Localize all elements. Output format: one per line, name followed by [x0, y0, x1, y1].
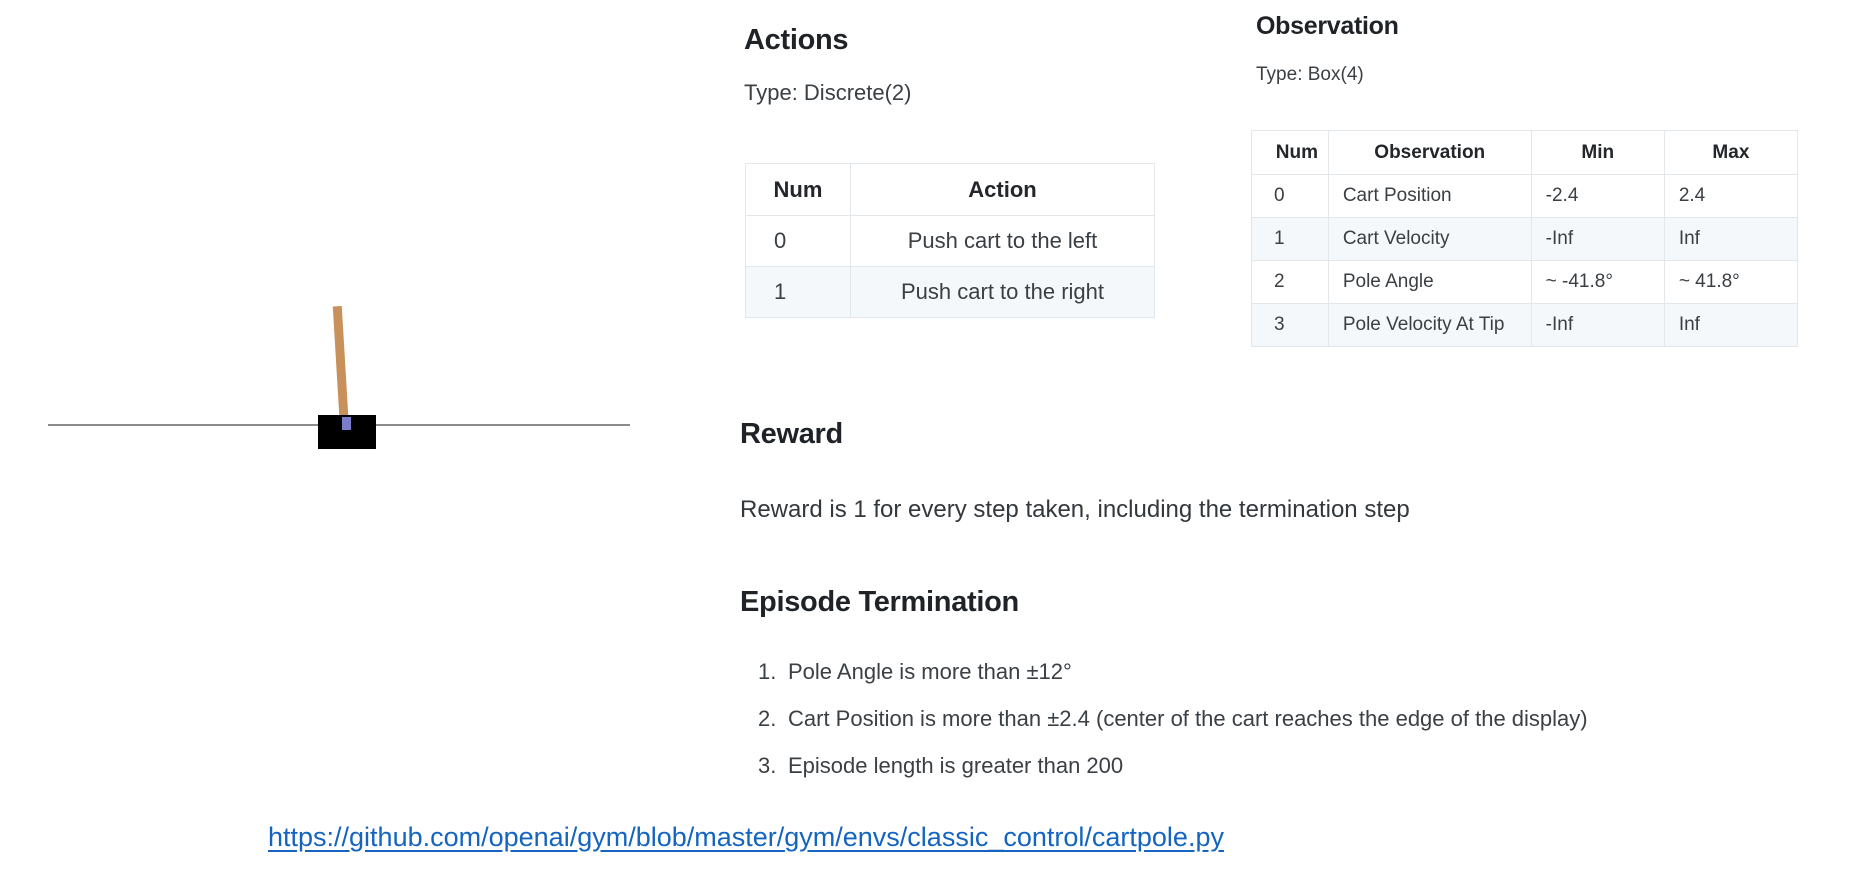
list-item: 1. Pole Angle is more than ±12° — [758, 648, 1838, 695]
list-item: 2. Cart Position is more than ±2.4 (cente… — [758, 695, 1838, 742]
source-code-link[interactable]: https://github.com/openai/gym/blob/maste… — [268, 822, 1224, 852]
list-item-text: Cart Position is more than ±2.4 (center … — [788, 706, 1588, 731]
list-item: 3. Episode length is greater than 200 — [758, 742, 1838, 789]
cartpole-axle — [342, 417, 351, 430]
observation-cell-min: -Inf — [1530, 303, 1665, 347]
list-item-number: 2. — [758, 706, 777, 731]
table-header-row: Num Observation Min Max — [1251, 130, 1799, 175]
observation-header-num: Num — [1251, 130, 1329, 175]
actions-type-label: Type: Discrete(2) — [744, 80, 912, 105]
observation-cell-num: 1 — [1251, 217, 1329, 261]
observation-table: Num Observation Min Max 0 Cart Position … — [1251, 130, 1799, 347]
actions-cell-action: Push cart to the left — [850, 215, 1155, 267]
observation-header-observation: Observation — [1327, 130, 1532, 175]
episode-termination-heading: Episode Termination — [740, 586, 1019, 618]
list-item-number: 1. — [758, 659, 777, 684]
observation-cell-max: 2.4 — [1663, 174, 1799, 218]
observation-cell-num: 0 — [1251, 174, 1329, 218]
actions-header-action: Action — [850, 163, 1155, 216]
observation-cell-num: 2 — [1251, 260, 1329, 304]
cartpole-diagram — [0, 0, 700, 800]
observation-cell-max: ~ 41.8° — [1663, 260, 1799, 304]
observation-cell-min: ~ -41.8° — [1530, 260, 1665, 304]
actions-table: Num Action 0 Push cart to the left 1 Pus… — [745, 163, 1155, 318]
table-row: 1 Cart Velocity -Inf Inf — [1251, 217, 1799, 261]
observation-cell-name: Cart Position — [1327, 174, 1532, 218]
reward-heading: Reward — [740, 418, 843, 450]
table-row: 2 Pole Angle ~ -41.8° ~ 41.8° — [1251, 260, 1799, 304]
actions-header-num: Num — [745, 163, 851, 216]
observation-heading: Observation — [1256, 12, 1399, 40]
observation-cell-max: Inf — [1663, 217, 1799, 261]
actions-cell-action: Push cart to the right — [850, 266, 1155, 318]
observation-cell-max: Inf — [1663, 303, 1799, 347]
table-row: 0 Push cart to the left — [745, 215, 1155, 267]
observation-cell-name: Pole Angle — [1327, 260, 1532, 304]
observation-type-label: Type: Box(4) — [1256, 64, 1364, 85]
list-item-text: Episode length is greater than 200 — [788, 753, 1124, 778]
list-item-number: 3. — [758, 753, 777, 778]
reward-description: Reward is 1 for every step taken, includ… — [740, 496, 1410, 523]
table-row: 1 Push cart to the right — [745, 266, 1155, 318]
observation-cell-name: Cart Velocity — [1327, 217, 1532, 261]
observation-header-max: Max — [1663, 130, 1799, 175]
actions-cell-num: 1 — [745, 266, 851, 318]
table-row: 3 Pole Velocity At Tip -Inf Inf — [1251, 303, 1799, 347]
actions-cell-num: 0 — [745, 215, 851, 267]
table-header-row: Num Action — [745, 163, 1155, 216]
episode-termination-list: 1. Pole Angle is more than ±12° 2. Cart Po… — [758, 648, 1838, 789]
observation-header-min: Min — [1530, 130, 1665, 175]
actions-heading: Actions — [744, 24, 849, 56]
table-row: 0 Cart Position -2.4 2.4 — [1251, 174, 1799, 218]
observation-cell-name: Pole Velocity At Tip — [1327, 303, 1532, 347]
observation-cell-min: -2.4 — [1530, 174, 1665, 218]
observation-cell-num: 3 — [1251, 303, 1329, 347]
list-item-text: Pole Angle is more than ±12° — [788, 659, 1072, 684]
observation-cell-min: -Inf — [1530, 217, 1665, 261]
